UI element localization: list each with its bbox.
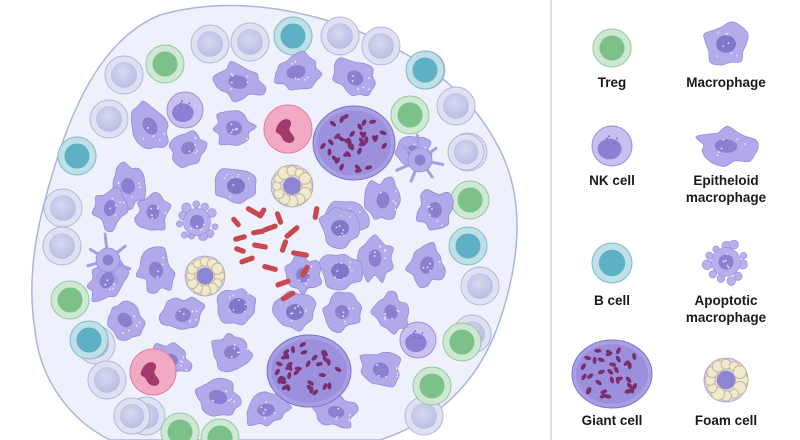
epitheloid-macrophage	[134, 191, 172, 231]
legend-label-foam-cell: Foam cell	[694, 413, 758, 428]
t-cell	[404, 396, 444, 436]
t-cell	[42, 226, 82, 266]
epitheloid-macrophage	[415, 189, 454, 231]
legend-label-treg: Treg	[597, 75, 627, 90]
giant-cell	[312, 105, 396, 181]
epitheloid-macrophage	[212, 60, 267, 103]
t-cell	[104, 55, 144, 95]
apoptotic-macrophage	[176, 200, 219, 242]
epitheloid-macrophage	[135, 246, 176, 294]
epitheloid-macrophage	[212, 110, 257, 146]
bacterium	[257, 207, 267, 219]
t-cell	[43, 188, 83, 228]
epitheloid-macrophage	[363, 176, 401, 220]
bacterium	[284, 225, 300, 239]
nk-cell	[591, 125, 633, 167]
legend-label-macrophage: Macrophage	[686, 75, 766, 90]
treg-cell	[442, 322, 482, 362]
epitheloid-macrophage	[194, 377, 242, 417]
b-cell	[69, 320, 109, 360]
foam-cell	[703, 357, 749, 403]
nk-cell	[166, 91, 204, 129]
bacterium	[252, 242, 268, 250]
epitheloid-macrophage	[130, 100, 169, 150]
giant-cell	[571, 339, 653, 409]
epitheloid-macrophage	[359, 351, 402, 388]
bacterium	[279, 239, 289, 253]
epitheloid-macrophage	[274, 50, 323, 91]
bacterium	[291, 250, 309, 258]
bacterium	[275, 278, 291, 288]
b-cell	[448, 226, 488, 266]
bacterium	[239, 255, 255, 265]
dendritic-cell	[395, 133, 445, 183]
legend-label-b-cell: B cell	[593, 293, 631, 308]
b-cell	[273, 16, 313, 56]
dendritic-cell	[86, 232, 132, 285]
t-cell	[113, 397, 151, 435]
t-cell	[320, 16, 360, 56]
t-cell	[87, 360, 127, 400]
b-cell	[591, 242, 633, 284]
macrophage	[703, 21, 749, 66]
epitheloid-macrophage	[332, 57, 376, 97]
epitheloid-macrophage	[107, 300, 146, 341]
b-cell	[57, 136, 97, 176]
t-cell	[361, 26, 401, 66]
epitheloid-macrophage	[168, 130, 208, 168]
t-cell	[190, 24, 230, 64]
treg-cell	[145, 44, 185, 84]
epitheloid-macrophage	[695, 125, 759, 167]
nk-cell	[399, 321, 437, 359]
t-cell	[447, 133, 485, 171]
macrophage	[216, 288, 257, 326]
treg-cell	[390, 95, 430, 135]
epitheloid-macrophage	[405, 241, 446, 289]
apoptotic-macrophage	[701, 239, 748, 286]
bacterium	[262, 264, 278, 272]
bacterium	[234, 246, 246, 254]
macrophage	[214, 168, 257, 204]
giant-cell	[266, 334, 352, 408]
treg-cell	[160, 412, 200, 440]
legend-label-nk-cell: NK cell	[589, 173, 635, 188]
t-cell	[460, 266, 500, 306]
epitheloid-macrophage	[370, 290, 410, 335]
t-cell	[230, 22, 270, 62]
foam-cell	[184, 255, 226, 297]
epitheloid-macrophage	[211, 332, 254, 373]
bacterium	[300, 264, 310, 278]
epitheloid-macrophage	[91, 187, 129, 233]
t-cell	[89, 99, 129, 139]
bacterium	[280, 290, 296, 302]
epitheloid-macrophage	[86, 257, 130, 303]
neutrophil	[129, 348, 177, 396]
bacterium	[251, 228, 265, 236]
bacterium	[233, 234, 247, 242]
treg-cell	[200, 418, 240, 440]
legend-label-apoptotic-macrophage: Apoptotic macrophage	[685, 293, 767, 325]
bacterium	[274, 211, 284, 225]
treg-cell	[412, 366, 452, 406]
foam-cell	[270, 164, 314, 208]
epitheloid-macrophage	[356, 234, 394, 283]
epitheloid-macrophage	[158, 296, 206, 330]
legend-label-epitheloid-macrophage: Epitheloid macrophage	[685, 173, 767, 205]
treg-cell	[450, 180, 490, 220]
t-cell	[436, 86, 476, 126]
b-cell	[405, 50, 445, 90]
bacterium	[231, 216, 241, 228]
macrophage	[318, 253, 363, 291]
epitheloid-macrophage	[322, 291, 363, 334]
bacterium	[262, 223, 278, 233]
neutrophil	[263, 104, 313, 154]
treg-cell	[592, 28, 632, 68]
bacterium	[312, 206, 320, 220]
legend-label-giant-cell: Giant cell	[581, 413, 643, 428]
epitheloid-macrophage	[246, 391, 292, 427]
treg-cell	[50, 280, 90, 320]
macrophage	[318, 207, 361, 249]
